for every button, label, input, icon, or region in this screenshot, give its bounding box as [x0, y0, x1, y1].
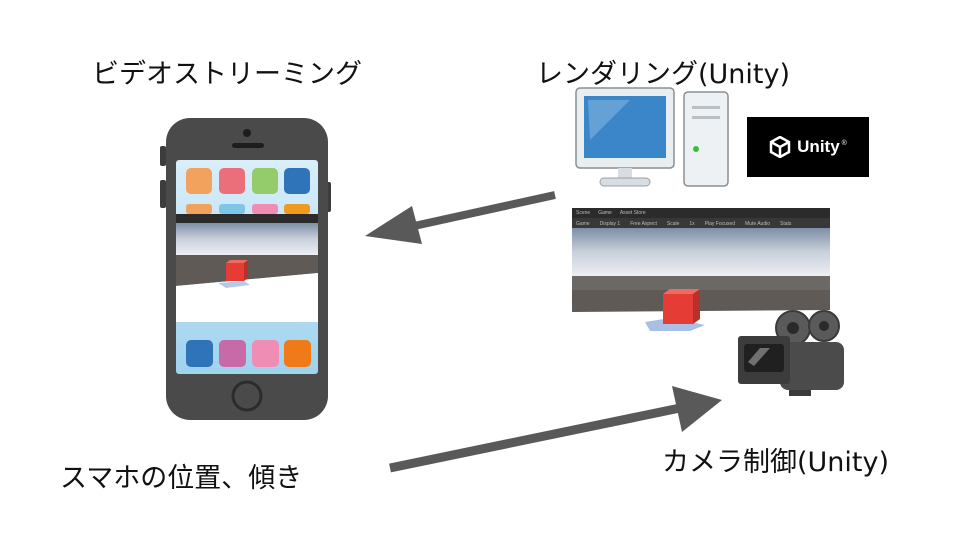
arrow-render-to-phone — [365, 191, 556, 244]
arrow-phone-to-camera — [389, 386, 722, 473]
toolbar-scale[interactable]: Scale — [666, 220, 680, 227]
toolbar-game[interactable]: Game — [576, 220, 590, 227]
toolbar-stats[interactable]: Stats — [780, 220, 792, 227]
unity-logo-icon: Unity ® — [747, 117, 869, 177]
movie-camera-icon — [738, 310, 844, 396]
video-streaming-label: ビデオストリーミング — [92, 59, 362, 90]
editor-tab-scene[interactable]: Scene — [576, 210, 591, 216]
smartphone-icon — [160, 118, 331, 420]
unity-logo-text: Unity — [797, 137, 840, 156]
unity-cube-icon — [769, 136, 791, 158]
toolbar-display[interactable]: Display 1 — [599, 220, 621, 227]
toolbar-play-focused[interactable]: Play Focused — [704, 220, 735, 227]
toolbar-aspect[interactable]: Free Aspect — [630, 220, 657, 227]
editor-tab-game[interactable]: Game — [598, 210, 612, 216]
rendering-label: レンダリング(Unity) — [536, 59, 791, 90]
phone-pose-label: スマホの位置、傾き — [60, 463, 303, 494]
toolbar-mute-audio[interactable]: Mute Audio — [744, 220, 771, 227]
camera-control-label: カメラ制御(Unity) — [662, 447, 890, 478]
desktop-computer-icon — [575, 87, 729, 187]
unity-editor-toolbar: Scene Game Asset Store Game Display 1 Fr… — [572, 208, 830, 228]
unity-logo-trademark: ® — [841, 139, 847, 147]
editor-tab-asset-store[interactable]: Asset Store — [619, 210, 646, 216]
toolbar-scale-value: 1x — [689, 220, 695, 227]
